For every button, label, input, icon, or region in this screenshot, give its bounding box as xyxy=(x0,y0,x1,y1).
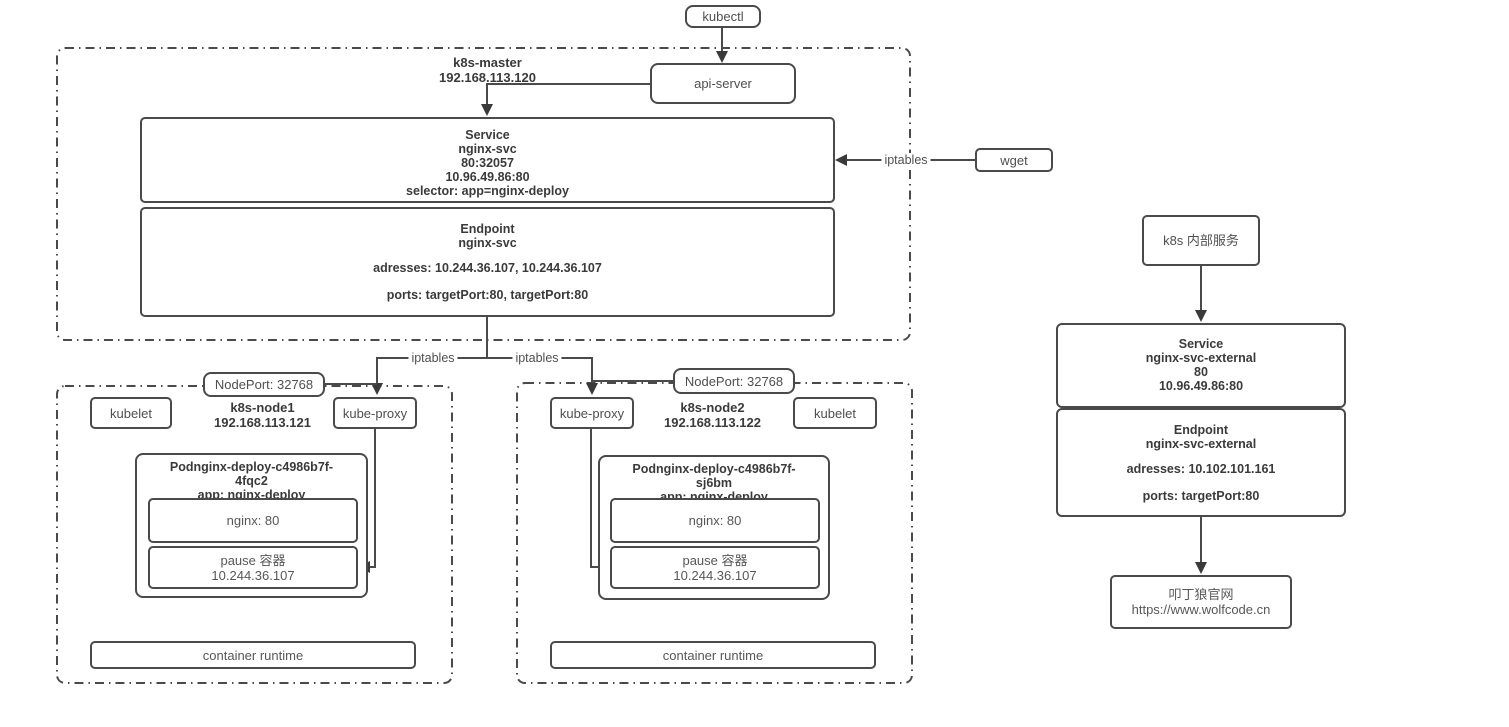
wget-label: wget xyxy=(1000,152,1028,168)
external-target-url: https://www.wolfcode.cn xyxy=(1131,602,1271,617)
node2-kubelet-box[interactable]: kubelet xyxy=(793,397,877,429)
endpoint-addresses: adresses: 10.244.36.107, 10.244.36.107 xyxy=(373,261,602,275)
node2-nodeport-badge[interactable]: NodePort: 32768 xyxy=(673,368,795,394)
node2-container-runtime-box[interactable]: container runtime xyxy=(550,641,876,669)
node2-nginx-container-box[interactable]: nginx: 80 xyxy=(610,498,820,543)
master-endpoint-box[interactable]: Endpoint nginx-svc adresses: 10.244.36.1… xyxy=(140,207,835,317)
node1-pod-title-line1: Podnginx-deploy-c4986b7f- xyxy=(169,460,334,474)
endpoint-ports: ports: targetPort:80, targetPort:80 xyxy=(386,288,589,302)
node1-kubelet-label: kubelet xyxy=(110,405,152,421)
master-service-box[interactable]: Service nginx-svc 80:32057 10.96.49.86:8… xyxy=(140,117,835,203)
external-endpoint-box[interactable]: Endpoint nginx-svc-external adresses: 10… xyxy=(1056,408,1346,517)
node1-title: k8s-node1 xyxy=(230,400,295,415)
node2-pause-label: pause 容器 xyxy=(682,552,748,568)
endpoint-title: Endpoint xyxy=(460,222,515,236)
kubectl-box[interactable]: kubectl xyxy=(685,5,761,28)
node2-nginx-container-label: nginx: 80 xyxy=(688,513,742,528)
node2-container-runtime-label: container runtime xyxy=(662,647,764,663)
node1-kube-proxy-label: kube-proxy xyxy=(342,405,408,421)
node1-nginx-container-label: nginx: 80 xyxy=(226,513,280,528)
service-name: nginx-svc xyxy=(458,142,517,156)
external-endpoint-name: nginx-svc-external xyxy=(1145,437,1257,451)
node1-nginx-container-box[interactable]: nginx: 80 xyxy=(148,498,358,543)
iptables-label-wget: iptables xyxy=(881,153,931,167)
node1-pause-ip: 10.244.36.107 xyxy=(211,567,295,583)
external-service-name: nginx-svc-external xyxy=(1145,351,1257,365)
service-address: 10.96.49.86:80 xyxy=(445,170,530,184)
node1-pause-label: pause 容器 xyxy=(220,552,286,568)
node1-pod-title-line2: 4fqc2 xyxy=(235,474,268,488)
master-ip: 192.168.113.120 xyxy=(439,70,536,85)
external-service-title: Service xyxy=(1178,337,1224,351)
iptables-label-node1: iptables xyxy=(408,351,458,365)
api-server-box[interactable]: api-server xyxy=(650,63,796,104)
node1-nodeport-label: NodePort: 32768 xyxy=(214,377,314,392)
node2-pause-ip: 10.244.36.107 xyxy=(673,567,757,583)
node2-kubelet-label: kubelet xyxy=(814,405,856,421)
external-service-box[interactable]: Service nginx-svc-external 80 10.96.49.8… xyxy=(1056,323,1346,408)
node1-kube-proxy-box[interactable]: kube-proxy xyxy=(333,397,417,429)
node1-kubelet-box[interactable]: kubelet xyxy=(90,397,172,429)
node2-header: k8s-node2 192.168.113.122 xyxy=(630,400,795,430)
service-title: Service xyxy=(465,128,510,142)
node1-nodeport-badge[interactable]: NodePort: 32768 xyxy=(203,372,325,397)
wget-box[interactable]: wget xyxy=(975,148,1053,172)
external-endpoint-addresses: adresses: 10.102.101.161 xyxy=(1126,462,1276,476)
node2-title: k8s-node2 xyxy=(680,400,745,415)
iptables-label-node2: iptables xyxy=(512,351,562,365)
kubectl-label: kubectl xyxy=(702,9,744,24)
api-server-label: api-server xyxy=(694,76,752,91)
node2-pause-container-box[interactable]: pause 容器 10.244.36.107 xyxy=(610,546,820,589)
node2-nodeport-label: NodePort: 32768 xyxy=(684,373,784,389)
service-ports: 80:32057 xyxy=(461,156,514,170)
node2-kube-proxy-box[interactable]: kube-proxy xyxy=(550,397,634,429)
master-header: k8s-master 192.168.113.120 xyxy=(380,55,595,85)
master-dashed-border xyxy=(56,47,911,341)
master-title: k8s-master xyxy=(453,55,522,70)
external-endpoint-title: Endpoint xyxy=(1173,423,1229,437)
node1-ip: 192.168.113.121 xyxy=(214,415,311,430)
endpoint-name: nginx-svc xyxy=(458,236,517,250)
external-endpoint-ports: ports: targetPort:80 xyxy=(1142,489,1260,503)
node1-header: k8s-node1 192.168.113.121 xyxy=(180,400,345,430)
connector-kubeproxy1-pause xyxy=(370,429,376,568)
node2-pod-title-line1: Podnginx-deploy-c4986b7f- xyxy=(632,462,796,476)
node2-kube-proxy-label: kube-proxy xyxy=(559,405,625,421)
external-target-box[interactable]: 叩丁狼官网 https://www.wolfcode.cn xyxy=(1110,575,1292,629)
node1-container-runtime-box[interactable]: container runtime xyxy=(90,641,416,669)
external-target-name: 叩丁狼官网 xyxy=(1168,587,1234,602)
node1-container-runtime-label: container runtime xyxy=(202,647,304,663)
node2-ip: 192.168.113.122 xyxy=(664,415,761,430)
connector-kubeproxy2-pause xyxy=(590,429,598,568)
external-service-port: 80 xyxy=(1194,365,1208,379)
node2-pod-title-line2: sj6bm xyxy=(695,476,733,490)
internal-service-entry-label: k8s 内部服务 xyxy=(1163,233,1239,248)
node1-pause-container-box[interactable]: pause 容器 10.244.36.107 xyxy=(148,546,358,589)
external-service-address: 10.96.49.86:80 xyxy=(1158,379,1244,393)
service-selector: selector: app=nginx-deploy xyxy=(406,184,569,198)
connector-apiserver-service xyxy=(486,83,650,105)
internal-service-entry-box[interactable]: k8s 内部服务 xyxy=(1142,215,1260,266)
